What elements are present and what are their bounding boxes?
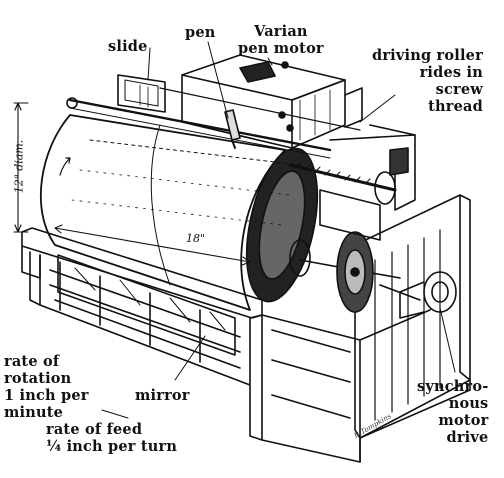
pen-rail xyxy=(66,87,361,159)
label-driving-roller: driving roller rides in screw thread xyxy=(372,47,483,115)
mirror xyxy=(57,254,236,356)
motor-stand xyxy=(354,194,471,439)
label-slide: slide xyxy=(108,38,148,55)
leader-lines xyxy=(101,41,456,419)
label-synchronous-motor-drive: synchro- nous motor drive xyxy=(417,378,489,446)
diameter-label: 12" diam. xyxy=(12,139,26,194)
rotation-arrow xyxy=(59,157,71,176)
drum xyxy=(39,114,319,311)
varian-pen-motor xyxy=(181,54,363,149)
length-dimension xyxy=(54,224,251,266)
label-rate-of-feed: rate of feed ¼ inch per turn xyxy=(46,421,178,455)
length-label: 18" xyxy=(186,232,206,245)
synchronous-motor xyxy=(379,271,457,319)
label-varian-pen-motor: Varian pen motor xyxy=(238,23,324,57)
label-pen: pen xyxy=(185,24,216,41)
right-base xyxy=(249,309,471,463)
roller-bracket xyxy=(329,124,416,211)
label-rate-of-rotation: rate of rotation 1 inch per minute xyxy=(4,353,89,421)
pen xyxy=(224,109,241,149)
diameter-dimension xyxy=(13,102,29,233)
label-mirror: mirror xyxy=(135,387,190,404)
drum-axle xyxy=(289,231,401,313)
slide xyxy=(117,74,166,113)
